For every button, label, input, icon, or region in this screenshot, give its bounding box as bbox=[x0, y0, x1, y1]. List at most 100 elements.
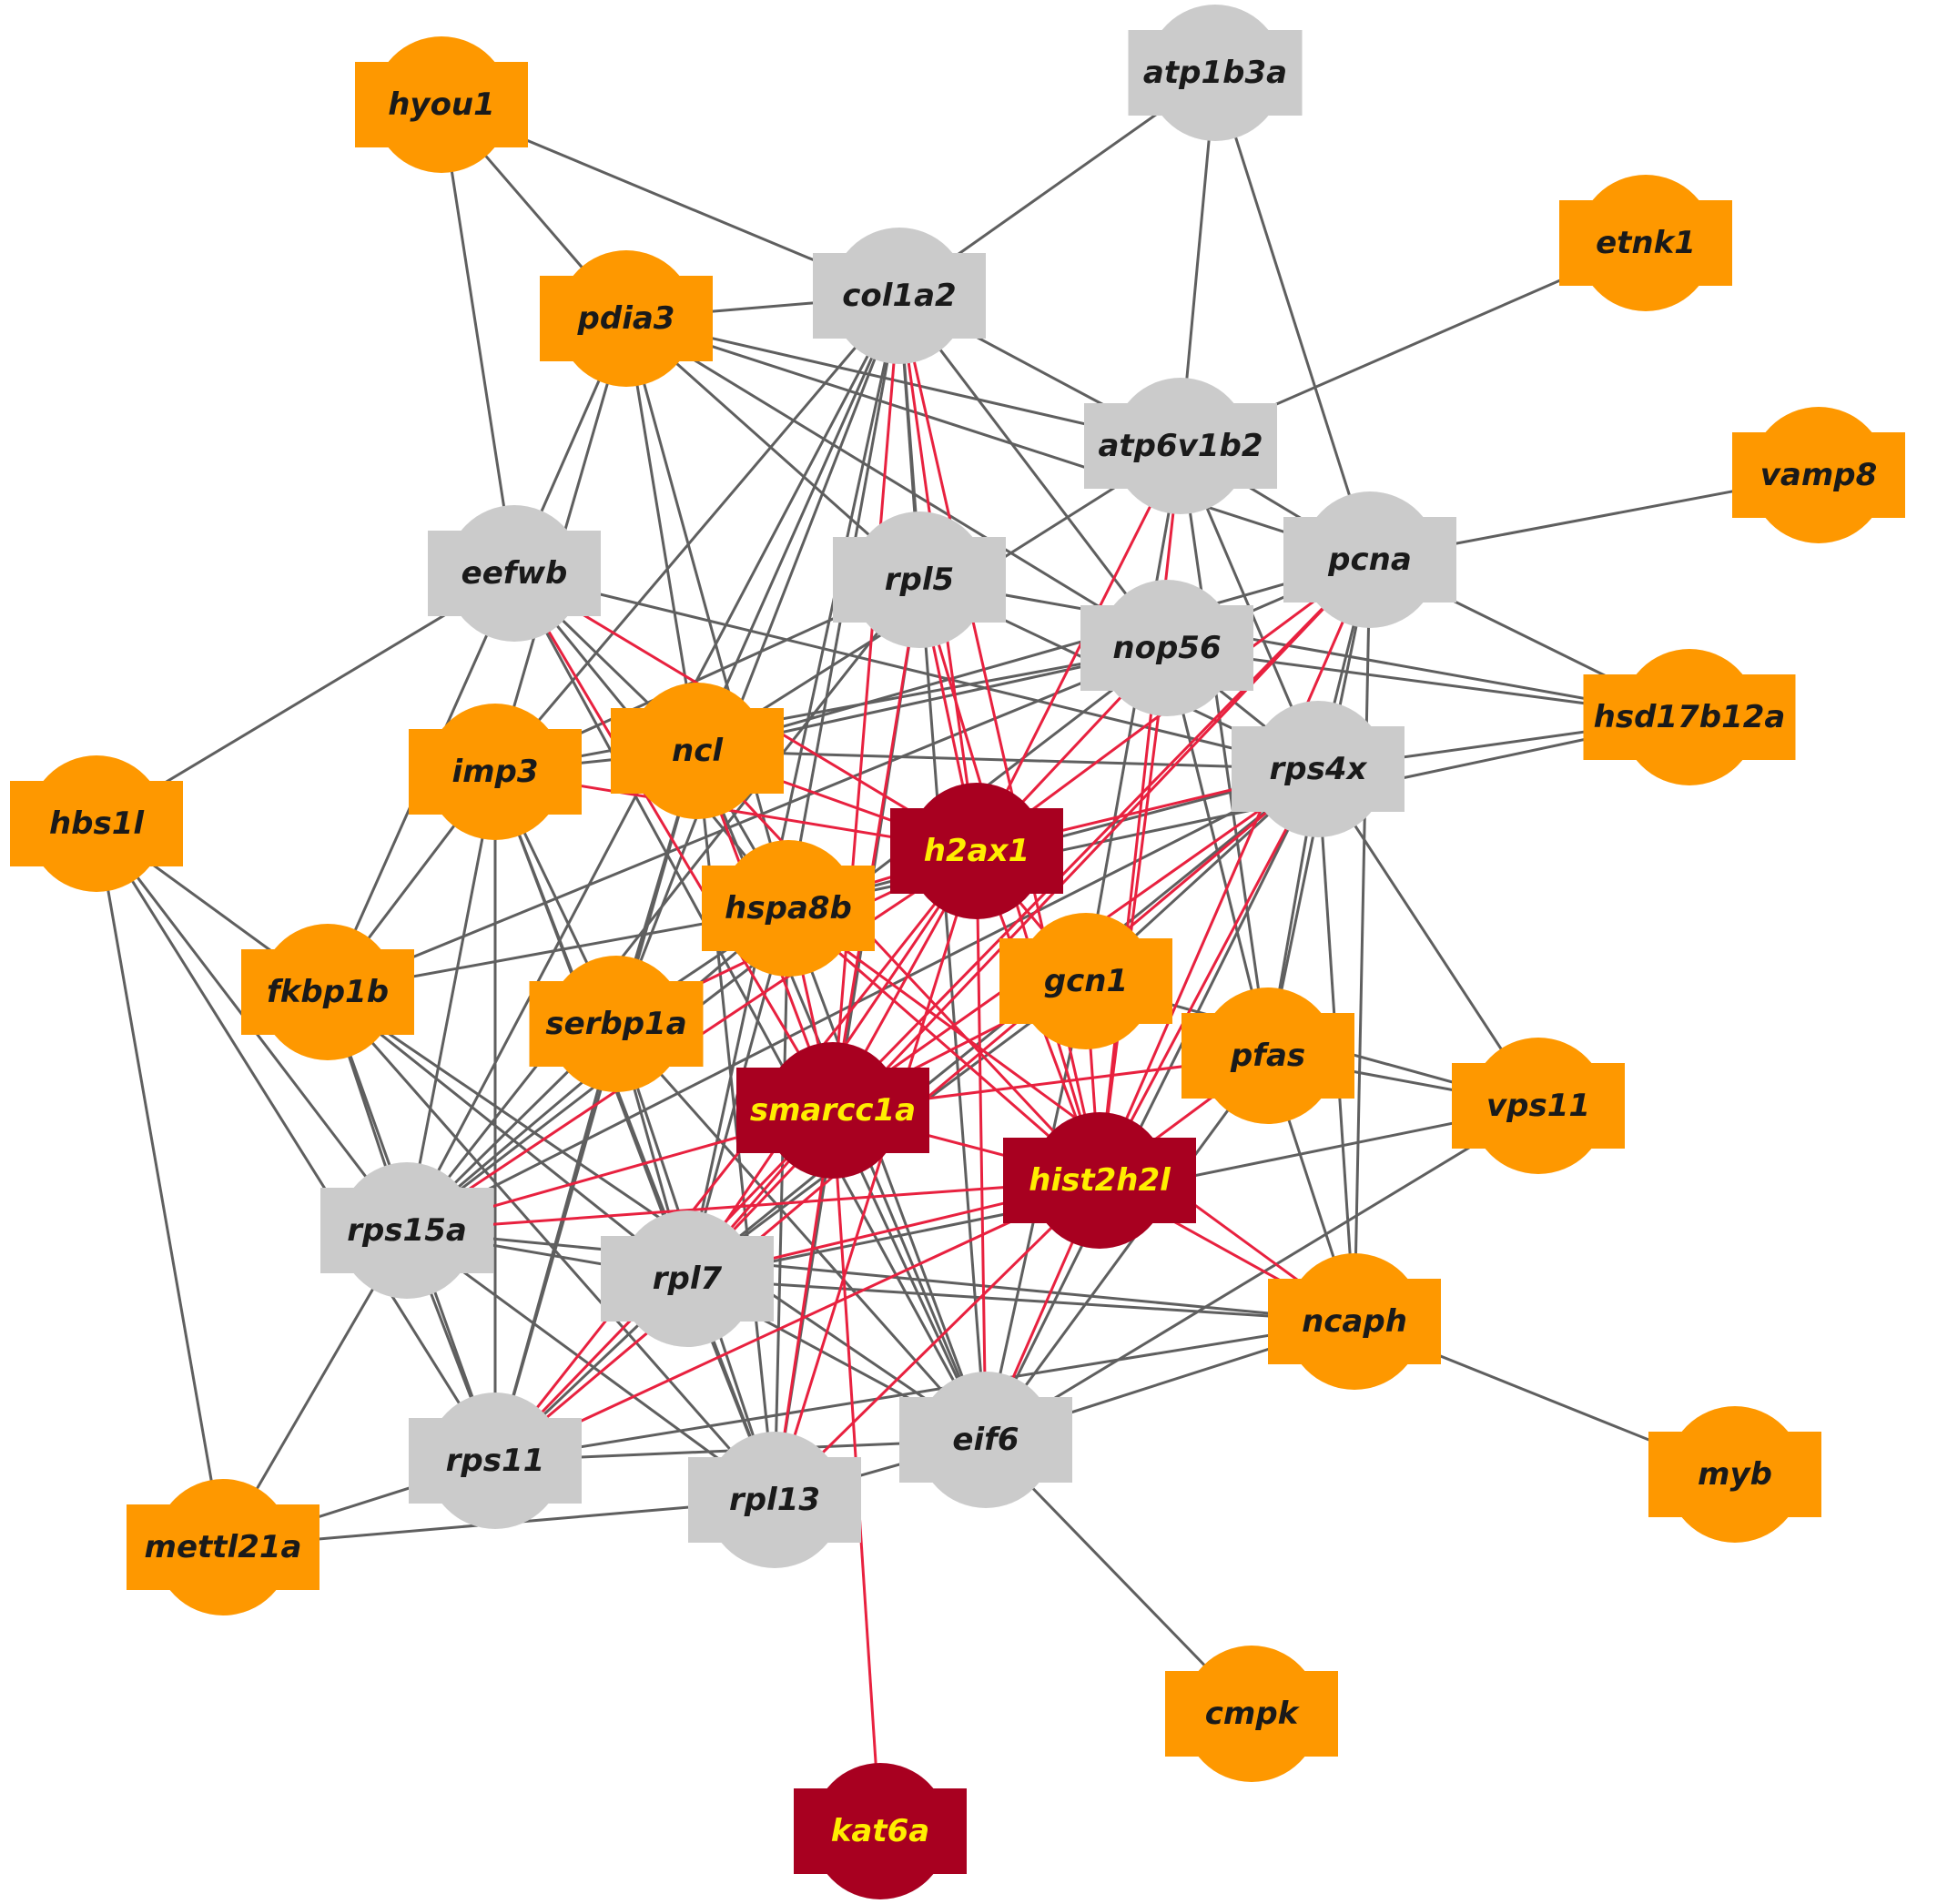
node-hyou1-band bbox=[355, 62, 528, 147]
node-smarcc1a[interactable]: smarcc1a bbox=[736, 1042, 929, 1179]
node-vamp8-band bbox=[1732, 432, 1905, 518]
node-vps11-band bbox=[1452, 1063, 1625, 1149]
node-label-cmpk: cmpk bbox=[1205, 1696, 1301, 1732]
node-atp6v1b2-band bbox=[1084, 403, 1277, 489]
node-pdia3[interactable]: pdia3 bbox=[540, 250, 713, 387]
node-hist2h2l[interactable]: hist2h2l bbox=[1003, 1112, 1196, 1249]
node-rps4x[interactable]: rps4x bbox=[1232, 701, 1405, 837]
edge-pfas-eif6 bbox=[984, 1055, 1270, 1441]
node-ncaph[interactable]: ncaph bbox=[1268, 1253, 1441, 1390]
edge-hist2h2l-rps11 bbox=[494, 1179, 1100, 1463]
node-rpl7-band bbox=[601, 1236, 774, 1322]
node-gcn1[interactable]: gcn1 bbox=[999, 913, 1172, 1049]
edge-hyou1-eefwb bbox=[440, 104, 516, 574]
node-pfas-band bbox=[1181, 1013, 1354, 1099]
edge-serbp1a-eif6 bbox=[614, 1023, 988, 1441]
node-etnk1[interactable]: etnk1 bbox=[1559, 175, 1732, 311]
node-imp3-band bbox=[409, 729, 582, 815]
node-hsd17b12a[interactable]: hsd17b12a bbox=[1583, 649, 1796, 785]
node-vps11[interactable]: vps11 bbox=[1452, 1038, 1625, 1174]
edge-hist2h2l-rps15a bbox=[406, 1179, 1100, 1232]
node-eif6[interactable]: eif6 bbox=[899, 1372, 1072, 1508]
edge-ncaph-rps11 bbox=[494, 1320, 1355, 1463]
node-nop56-band bbox=[1080, 605, 1253, 691]
node-hbs1l[interactable]: hbs1l bbox=[10, 755, 183, 892]
node-h2ax1[interactable]: h2ax1 bbox=[890, 783, 1063, 919]
node-imp3[interactable]: imp3 bbox=[409, 704, 582, 840]
edge-hbs1l-mettl21a bbox=[95, 823, 225, 1548]
node-label-hbs1l: hbs1l bbox=[49, 805, 145, 842]
node-atp1b3a[interactable]: atp1b3a bbox=[1128, 5, 1303, 141]
node-label-rps4x: rps4x bbox=[1270, 751, 1368, 787]
edge-rpl7-ncaph bbox=[686, 1277, 1355, 1323]
node-ncl[interactable]: ncl bbox=[611, 683, 784, 819]
node-myb[interactable]: myb bbox=[1648, 1406, 1821, 1543]
node-pcna[interactable]: pcna bbox=[1283, 491, 1456, 628]
node-eefwb[interactable]: eefwb bbox=[428, 505, 601, 642]
node-fkbp1b-band bbox=[241, 949, 414, 1035]
edge-col1a2-imp3 bbox=[493, 295, 901, 773]
node-hsd17b12a-band bbox=[1583, 674, 1796, 760]
node-label-eefwb: eefwb bbox=[461, 555, 568, 592]
node-label-fkbp1b: fkbp1b bbox=[267, 974, 389, 1010]
node-cmpk[interactable]: cmpk bbox=[1165, 1646, 1338, 1782]
node-hyou1[interactable]: hyou1 bbox=[355, 36, 528, 173]
node-smarcc1a-band bbox=[736, 1068, 929, 1153]
edge-vps11-eif6 bbox=[985, 1104, 1539, 1442]
node-label-hyou1: hyou1 bbox=[388, 86, 495, 123]
node-label-rpl7: rpl7 bbox=[653, 1261, 723, 1297]
node-mettl21a-band bbox=[127, 1504, 319, 1590]
node-pfas[interactable]: pfas bbox=[1181, 987, 1354, 1124]
node-label-hsd17b12a: hsd17b12a bbox=[1594, 699, 1786, 735]
node-rps11[interactable]: rps11 bbox=[409, 1393, 582, 1529]
node-myb-band bbox=[1648, 1432, 1821, 1517]
node-atp6v1b2[interactable]: atp6v1b2 bbox=[1084, 378, 1277, 514]
node-eif6-band bbox=[899, 1397, 1072, 1483]
node-col1a2[interactable]: col1a2 bbox=[813, 228, 986, 364]
node-rpl13[interactable]: rpl13 bbox=[688, 1432, 861, 1568]
node-label-hist2h2l: hist2h2l bbox=[1029, 1162, 1171, 1199]
node-rps15a-band bbox=[320, 1188, 493, 1273]
node-rps11-band bbox=[409, 1418, 582, 1504]
edge-rps4x-rps15a bbox=[406, 767, 1319, 1232]
node-rps15a[interactable]: rps15a bbox=[320, 1162, 493, 1299]
node-label-vamp8: vamp8 bbox=[1760, 457, 1878, 493]
node-serbp1a[interactable]: serbp1a bbox=[529, 956, 704, 1092]
node-serbp1a-band bbox=[529, 981, 704, 1067]
edge-atp6v1b2-h2ax1 bbox=[975, 445, 1182, 852]
edge-hist2h2l-rpl13 bbox=[773, 1179, 1101, 1502]
edge-nop56-imp3 bbox=[494, 646, 1168, 774]
node-mettl21a[interactable]: mettl21a bbox=[127, 1479, 319, 1615]
edge-nop56-hist2h2l bbox=[1098, 647, 1169, 1181]
edge-pcna-ncl bbox=[696, 558, 1371, 753]
node-ncl-band bbox=[611, 708, 784, 794]
node-label-hspa8b: hspa8b bbox=[725, 890, 852, 927]
edge-ncl-rps4x bbox=[696, 749, 1319, 771]
node-label-atp6v1b2: atp6v1b2 bbox=[1098, 428, 1263, 464]
node-label-vps11: vps11 bbox=[1486, 1088, 1590, 1124]
edge-hspa8b-ncaph bbox=[787, 906, 1355, 1323]
node-label-ncaph: ncaph bbox=[1302, 1303, 1407, 1340]
edge-rps4x-hist2h2l bbox=[1098, 768, 1320, 1181]
node-pdia3-band bbox=[540, 276, 713, 361]
edge-col1a2-smarcc1a bbox=[831, 295, 901, 1111]
edge-fkbp1b-rpl7 bbox=[327, 990, 688, 1281]
edge-eefwb-rps4x bbox=[513, 572, 1319, 771]
node-fkbp1b[interactable]: fkbp1b bbox=[241, 924, 414, 1060]
node-h2ax1-band bbox=[890, 808, 1063, 894]
node-nop56[interactable]: nop56 bbox=[1080, 580, 1253, 716]
node-rpl5[interactable]: rpl5 bbox=[833, 511, 1006, 648]
node-rps4x-band bbox=[1232, 726, 1405, 812]
node-rpl7[interactable]: rpl7 bbox=[601, 1210, 774, 1347]
node-cmpk-band bbox=[1165, 1671, 1338, 1757]
edge-imp3-rps15a bbox=[405, 771, 497, 1231]
node-kat6a[interactable]: kat6a bbox=[794, 1763, 967, 1899]
node-vamp8[interactable]: vamp8 bbox=[1732, 407, 1905, 543]
edge-eefwb-smarcc1a bbox=[512, 572, 835, 1111]
node-ncaph-band bbox=[1268, 1279, 1441, 1364]
node-hspa8b[interactable]: hspa8b bbox=[702, 840, 875, 977]
edge-pdia3-hspa8b bbox=[624, 318, 790, 909]
edge-rps15a-rpl13 bbox=[406, 1229, 776, 1502]
node-rpl5-band bbox=[833, 537, 1006, 623]
